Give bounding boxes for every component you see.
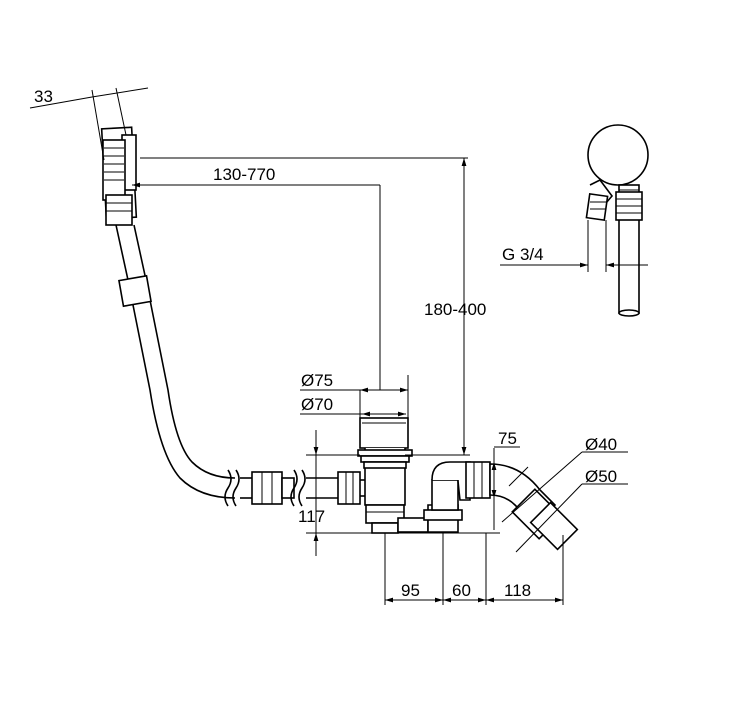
dim-bottom-chain: 95 60 118 <box>384 533 564 605</box>
dim-130-770-label: 130-770 <box>213 165 275 184</box>
dim-50-dia-label: Ø50 <box>585 467 617 486</box>
dim-180-400-label: 180-400 <box>424 300 486 319</box>
dim-33-label: 33 <box>34 87 53 106</box>
dim-33: 33 <box>29 87 149 161</box>
dim-50-dia: Ø50 <box>515 467 628 553</box>
dim-g34: G 3/4 <box>500 220 648 272</box>
overflow-head <box>100 126 138 226</box>
dim-130-770: 130-770 <box>132 165 381 390</box>
dim-117-label: 117 <box>298 507 325 526</box>
dim-70-dia: Ø70 <box>300 395 406 417</box>
dim-75-label: 75 <box>498 429 517 448</box>
dim-117: 117 <box>298 430 500 556</box>
dim-g34-label: G 3/4 <box>502 245 544 264</box>
dim-95-label: 95 <box>401 581 420 600</box>
dim-118-label: 118 <box>504 581 531 600</box>
outlet-elbow <box>489 463 579 551</box>
dim-40-dia: Ø40 <box>501 435 628 523</box>
drain-valve <box>357 417 413 534</box>
siphon-trap <box>397 461 491 533</box>
dim-60-label: 60 <box>452 581 471 600</box>
dim-75-dia-label: Ø75 <box>301 371 333 390</box>
horizontal-pipe-connector <box>240 471 295 505</box>
inlet-pipe <box>306 471 368 505</box>
break-mark-left <box>224 469 240 507</box>
dim-75-dia: Ø75 <box>300 371 409 418</box>
dim-75: 75 <box>491 429 520 530</box>
dim-40-dia-label: Ø40 <box>585 435 617 454</box>
dim-70-dia-label: Ø70 <box>301 395 333 414</box>
overflow-hose <box>115 224 236 499</box>
dim-180-400: 180-400 <box>140 157 486 456</box>
break-mark-right <box>290 469 306 507</box>
side-view <box>585 124 649 317</box>
